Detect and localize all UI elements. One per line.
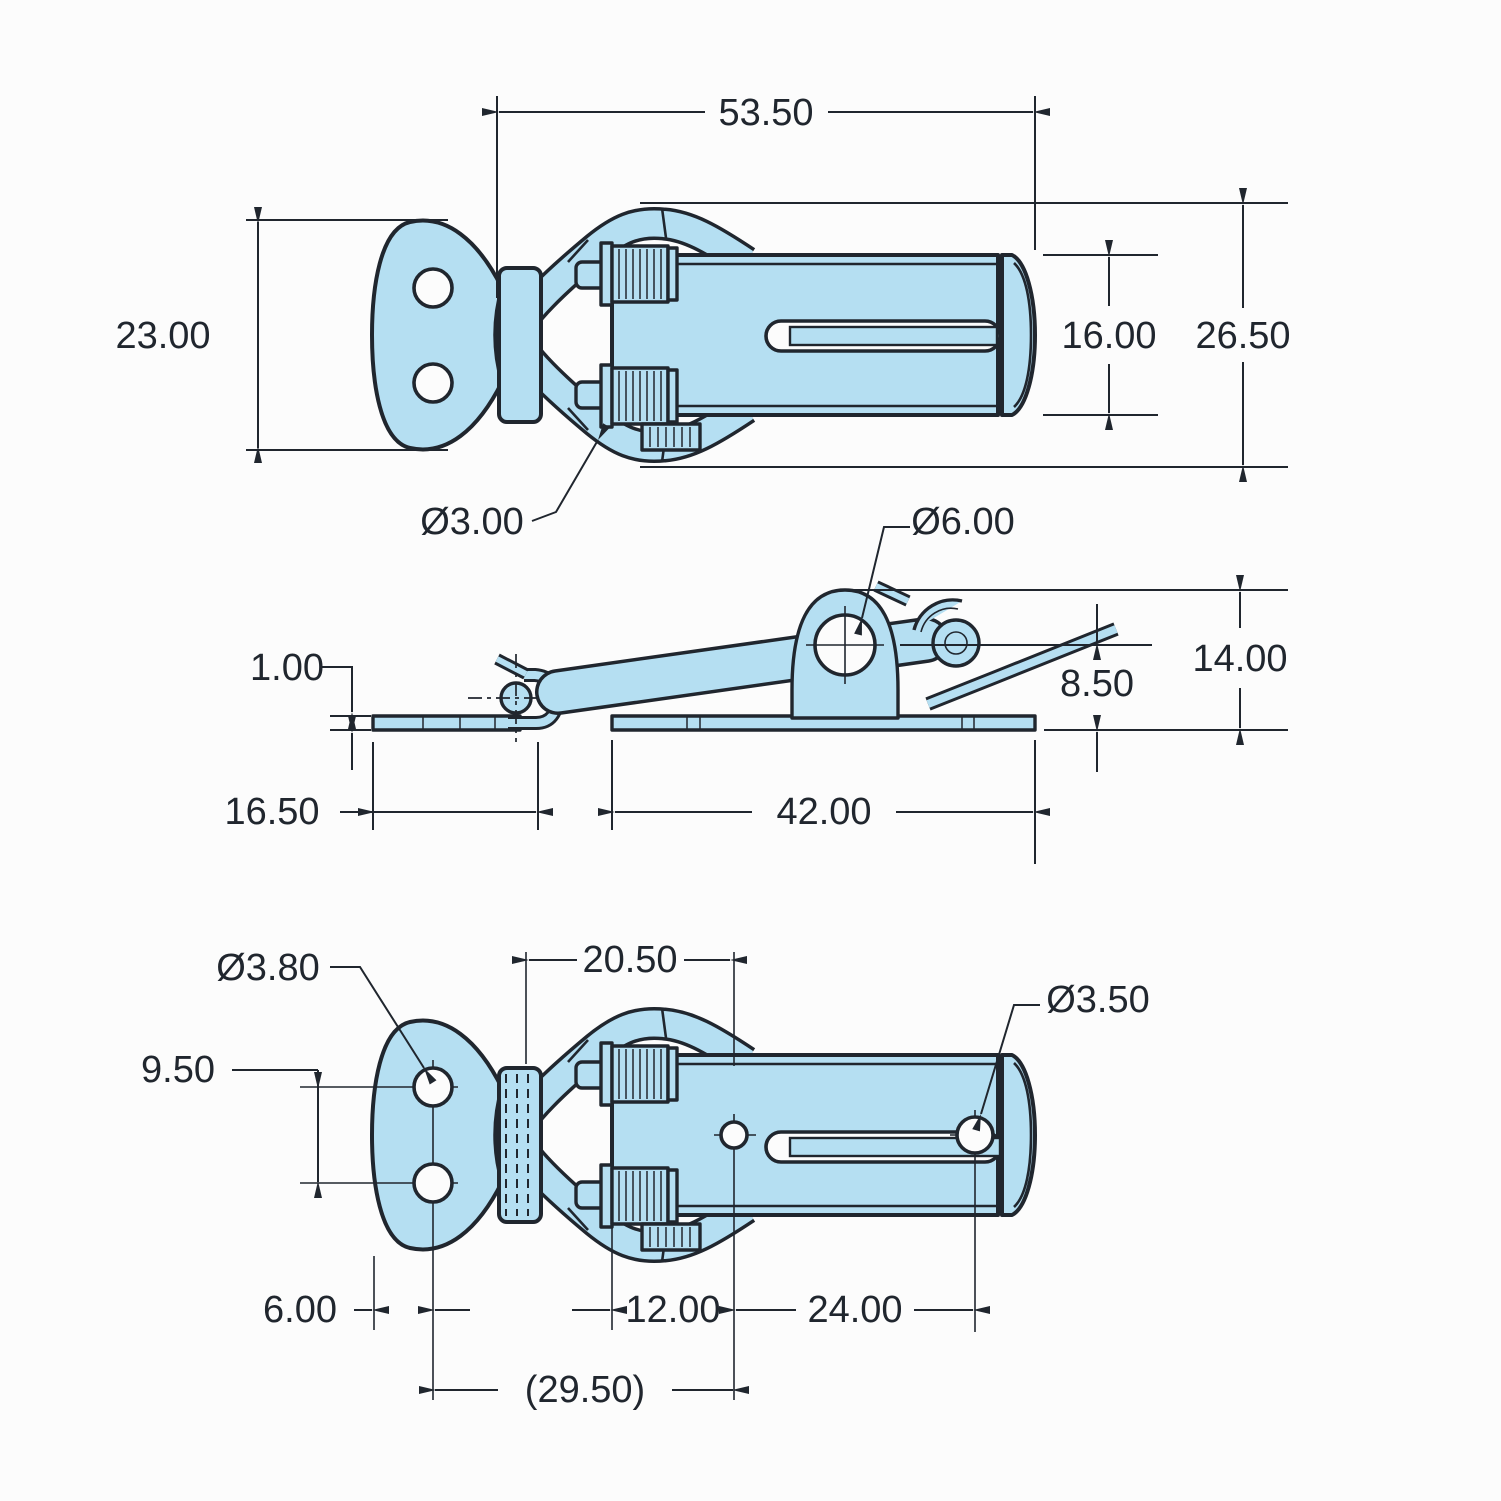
dim-label: 9.50	[141, 1049, 215, 1091]
bottom-view: 20.50 Ø3.80 Ø3.50 9.50 6.00 12.00	[141, 939, 1150, 1411]
center-hole	[719, 1120, 749, 1150]
dim-edge-to-holes: 6.00	[263, 1289, 470, 1331]
mounting-plate	[370, 1018, 504, 1252]
catch-plate-end	[1000, 1053, 1037, 1217]
dim-label: 24.00	[807, 1289, 902, 1331]
dim-eyelet-center-height: 8.50	[900, 604, 1152, 772]
dim-label: 26.50	[1195, 315, 1290, 357]
dim-hook-plate-length: 16.50	[224, 742, 553, 833]
mount-hole	[412, 1066, 454, 1108]
dim-overall-height: 14.00	[836, 575, 1288, 745]
hinge-strip	[497, 1066, 543, 1224]
torsion-spring	[574, 241, 679, 307]
dim-label: 1.00	[250, 647, 324, 689]
torsion-spring	[574, 1163, 702, 1252]
dim-reference-overall: (29.50)	[419, 1369, 749, 1411]
dim-body-edge-to-hole: 12.00	[572, 1289, 770, 1331]
end-hole	[955, 1115, 995, 1155]
dim-label: 53.50	[718, 92, 813, 134]
dim-label: 12.00	[625, 1289, 720, 1331]
eyelet	[790, 588, 900, 720]
dim-label: 6.00	[263, 1289, 337, 1331]
mounting-plate	[370, 218, 504, 452]
mount-hole	[412, 267, 454, 309]
dim-body-width: 16.00	[1043, 240, 1158, 430]
dim-label: Ø3.00	[420, 501, 524, 543]
torsion-spring	[574, 363, 702, 452]
dim-label: 14.00	[1192, 638, 1287, 680]
dim-hole-pitch: 24.00	[736, 1289, 990, 1331]
dim-label: 20.50	[582, 939, 677, 981]
mount-hole	[412, 1162, 454, 1204]
pivot-roll	[873, 580, 981, 668]
dim-overall-length: 53.50	[482, 92, 1050, 298]
dim-plate-width: 23.00	[115, 207, 448, 463]
dim-mount-hole-diameter: Ø3.80	[216, 947, 437, 1085]
dim-plate-thickness: 1.00	[250, 647, 371, 770]
dim-label: Ø6.00	[911, 501, 1015, 543]
dim-end-hole-diameter: Ø3.50	[972, 979, 1150, 1132]
dim-eyelet-hole-diameter: Ø6.00	[854, 501, 1015, 636]
catch-plate-end	[1000, 253, 1037, 417]
side-view: Ø6.00 1.00 16.50 42.00 8	[224, 501, 1288, 864]
dim-label: Ø3.80	[216, 947, 320, 989]
dim-label: Ø3.50	[1046, 979, 1150, 1021]
mount-hole	[412, 362, 454, 404]
dim-label: 8.50	[1060, 663, 1134, 705]
torsion-spring	[574, 1041, 679, 1107]
dim-mount-hole-pitch: 9.50	[141, 1049, 322, 1198]
dim-label: 42.00	[776, 791, 871, 833]
dim-base-plate-length: 42.00	[598, 740, 1050, 864]
dim-label: 16.00	[1061, 315, 1156, 357]
lever-slot-tab	[788, 325, 999, 347]
dim-label: 23.00	[115, 315, 210, 357]
dim-label: (29.50)	[525, 1369, 645, 1411]
hinge-strip	[497, 266, 543, 424]
top-view: 53.50 23.00 16.00 26.50 Ø3.00	[115, 92, 1290, 543]
dim-label: 16.50	[224, 791, 319, 833]
dim-overall-width: 26.50	[640, 188, 1291, 482]
dim-loop-wire-diameter: Ø3.00	[420, 423, 611, 543]
dim-pivot-to-hole: 20.50	[512, 939, 747, 981]
